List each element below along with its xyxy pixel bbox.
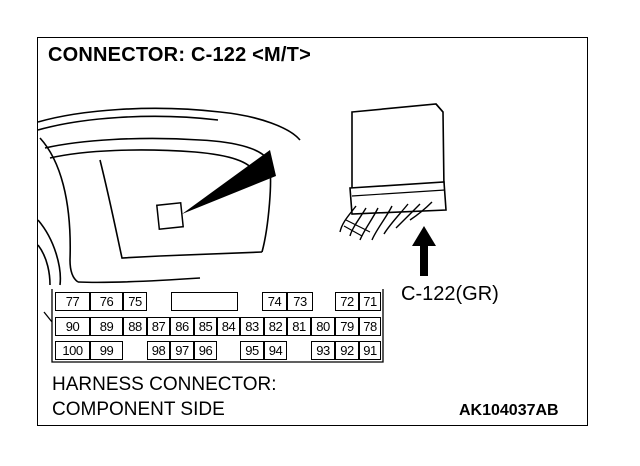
- pin-98: 98: [147, 341, 170, 360]
- pin-99: 99: [90, 341, 123, 360]
- pin-94: 94: [264, 341, 287, 360]
- pin-93: 93: [311, 341, 335, 360]
- dashboard-drawing: [37, 107, 301, 286]
- pin-92: 92: [335, 341, 359, 360]
- pin-87: 87: [147, 317, 170, 336]
- pin-89: 89: [90, 317, 123, 336]
- pin-73: 73: [287, 292, 313, 311]
- pin-85: 85: [194, 317, 217, 336]
- pin-100: 100: [55, 341, 90, 360]
- pin-79: 79: [335, 317, 359, 336]
- diagram-title: CONNECTOR: C-122 <M/T>: [48, 44, 311, 66]
- pin-75: 75: [123, 292, 147, 311]
- caption-line-2: COMPONENT SIDE: [52, 399, 225, 420]
- connector-label: C-122(GR): [401, 283, 499, 305]
- pin-81: 81: [287, 317, 311, 336]
- pin-80: 80: [311, 317, 335, 336]
- arrow-up-icon: [412, 226, 436, 276]
- figure-code: AK104037AB: [459, 402, 559, 420]
- pin-77: 77: [55, 292, 90, 311]
- pin-95: 95: [240, 341, 264, 360]
- figure-code-number: AK104037: [459, 402, 536, 419]
- caption-line-1: HARNESS CONNECTOR:: [52, 374, 277, 395]
- pin-88: 88: [123, 317, 147, 336]
- pin-82: 82: [264, 317, 287, 336]
- pin-74: 74: [262, 292, 287, 311]
- pin-84: 84: [217, 317, 240, 336]
- pin-blank: [171, 292, 238, 311]
- diagram-frame: [37, 37, 588, 426]
- pin-86: 86: [170, 317, 194, 336]
- ecu-location-marker: [155, 150, 276, 231]
- figure-code-suffix: AB: [535, 402, 559, 419]
- pin-90: 90: [55, 317, 90, 336]
- pin-72: 72: [335, 292, 359, 311]
- pin-91: 91: [359, 341, 381, 360]
- pin-71: 71: [359, 292, 381, 311]
- pin-78: 78: [359, 317, 381, 336]
- pin-96: 96: [194, 341, 217, 360]
- ecu-module-drawing: [339, 103, 447, 241]
- pin-83: 83: [240, 317, 264, 336]
- pin-97: 97: [170, 341, 194, 360]
- pin-76: 76: [90, 292, 123, 311]
